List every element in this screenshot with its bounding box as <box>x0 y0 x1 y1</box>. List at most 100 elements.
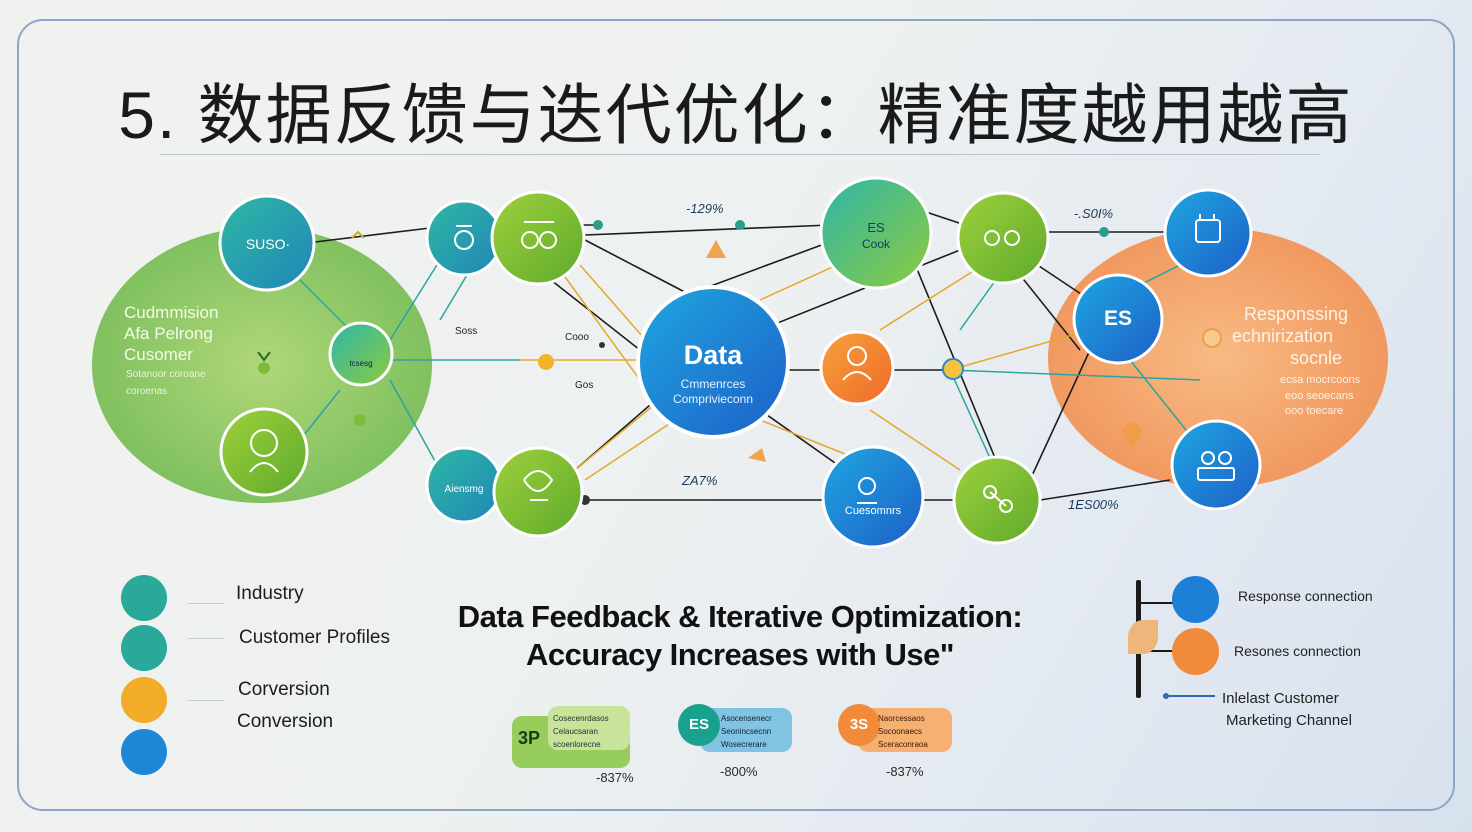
stat-line: Seonincsecnn <box>721 727 772 736</box>
right-group-line-1: Responssing <box>1244 304 1349 324</box>
legend-divider <box>188 638 224 639</box>
junction-dot <box>538 354 554 370</box>
subtitle-line-1: Data Feedback & Iterative Optimization: <box>457 599 1023 634</box>
legend-right-note-2: Marketing Channel <box>1226 712 1352 729</box>
stat-pct: -837% <box>886 764 924 779</box>
right-group-line-2: echnirization <box>1232 326 1334 346</box>
node-center-sub1: Cmmenrces <box>680 377 746 391</box>
left-group-line-2: Afa Pelrong <box>124 324 213 343</box>
annotation-bottom-right-pct: 1ES00% <box>1068 497 1119 512</box>
legend-label-corversion: Corversion <box>238 679 330 700</box>
annotation-mid-label-2: Cooo <box>565 332 589 343</box>
annotation-top-pct: -129% <box>686 201 724 216</box>
gear-icon <box>454 225 474 250</box>
node-top-center[interactable] <box>819 176 933 290</box>
response-connection-icon <box>1172 576 1219 623</box>
annotation-mid-pct: ZA7% <box>682 473 718 488</box>
right-group-line-3: socnle <box>1290 348 1343 368</box>
node-left-top[interactable] <box>218 194 316 292</box>
stat-card-panel <box>548 706 630 750</box>
junction-dot <box>1099 227 1109 237</box>
people-icon <box>521 221 557 249</box>
stat-badge: ES <box>688 716 709 733</box>
stat-badge-circle <box>838 704 880 746</box>
junction-dot <box>593 220 603 230</box>
node-right-es[interactable] <box>1072 273 1164 365</box>
legend-right-label-1: Response connection <box>1238 588 1373 604</box>
handshake-icon <box>1128 620 1158 654</box>
handshake-icon <box>523 470 554 501</box>
node-bottom-right-green[interactable] <box>952 455 1042 545</box>
stat-line: scoenlorecne <box>553 740 601 749</box>
node-top-center-label: Cook <box>861 237 890 251</box>
node-bottom-blue[interactable] <box>821 445 925 549</box>
stat-pct: -800% <box>720 764 758 779</box>
arrow-icon <box>706 240 726 258</box>
user-avatar-icon <box>121 677 167 723</box>
chevron-up-icon <box>351 230 365 239</box>
legend-right-tick <box>1141 602 1175 604</box>
subtitle: Data Feedback & Iterative Optimization: … <box>390 598 1090 674</box>
customer-icon <box>857 477 877 504</box>
chevron-down-icon <box>257 351 271 362</box>
arrow-icon <box>748 448 766 462</box>
legend-right-line <box>1169 695 1215 697</box>
right-group-small-3: ooo toecare <box>1285 405 1344 417</box>
slide-frame <box>17 19 1455 811</box>
node-center-title: Data <box>683 340 743 370</box>
node-bottom-teal-label: Aiensmg <box>444 484 484 495</box>
node-top-teal[interactable] <box>425 199 503 277</box>
stat-badge: 3P <box>518 728 541 748</box>
stat-line: Wosecrerare <box>721 740 767 749</box>
glasses-icon <box>984 230 1020 246</box>
connectors-yellow <box>520 249 1091 481</box>
annotation-top-right-pct: -.S0I% <box>1074 206 1114 221</box>
team-icon <box>1197 451 1235 481</box>
network-icon <box>983 485 1013 513</box>
node-left-bottom[interactable] <box>219 407 309 497</box>
node-icons <box>249 214 1235 513</box>
node-right-top[interactable] <box>1163 188 1253 278</box>
left-group-line-3: Cusomer <box>124 345 193 364</box>
node-center-orange[interactable] <box>819 330 895 406</box>
annotation-mid-label-1: Soss <box>455 326 478 337</box>
title-divider <box>160 154 1320 155</box>
node-right-bottom[interactable] <box>1170 419 1262 511</box>
junction-dot <box>354 414 366 426</box>
person-icon <box>249 429 279 473</box>
left-group-small-2: coroenas <box>126 386 168 397</box>
left-group-line-1: Cudmmision <box>124 303 219 322</box>
stat-line: Naorcessaos <box>878 714 925 723</box>
node-top-center-sym: ES <box>867 220 885 235</box>
user-group-icon <box>842 346 872 381</box>
right-group-small-1: ecsa mocrcoons <box>1280 374 1361 386</box>
node-left-mid-label: tcsesg <box>349 359 373 368</box>
node-right-es-label: ES <box>1103 307 1132 330</box>
resones-connection-icon <box>1172 628 1219 675</box>
junction-dot <box>599 342 605 348</box>
legend-right-note-1: Inlelast Customer <box>1222 690 1339 707</box>
page-title: 5. 数据反馈与迭代优化：精准度越用越高 <box>118 78 1354 152</box>
legend-right-label-2: Resones connection <box>1234 643 1361 659</box>
bar-chart-icon <box>121 729 167 775</box>
stat-pct: -837% <box>596 770 634 785</box>
node-top-right-green[interactable] <box>956 191 1050 285</box>
left-group-small-1: Sotanoor coroane <box>126 369 206 380</box>
node-center-data[interactable] <box>636 285 790 439</box>
subtitle-line-2: Accuracy Increases with Use" <box>525 636 955 672</box>
stat-line: Sceraconraoa <box>878 740 928 749</box>
stat-badge-circle <box>678 704 720 746</box>
legend-divider <box>188 700 224 701</box>
stat-line: Celaucsaran <box>553 727 598 736</box>
tool-icon <box>1195 214 1221 243</box>
legend-right-tick <box>1141 650 1175 652</box>
stat-line: Socoonaecs <box>878 727 923 736</box>
node-bottom-blue-label: Cuesomnrs <box>844 505 902 517</box>
junction-dot <box>735 220 745 230</box>
person-outline-icon <box>121 575 167 621</box>
node-center-sub2: Comprivieconn <box>672 392 754 406</box>
stat-line: Asocensenecr <box>721 714 772 723</box>
people-icon <box>121 625 167 671</box>
node-left-mid[interactable] <box>328 321 394 387</box>
stat-badge: 3S <box>849 716 869 733</box>
